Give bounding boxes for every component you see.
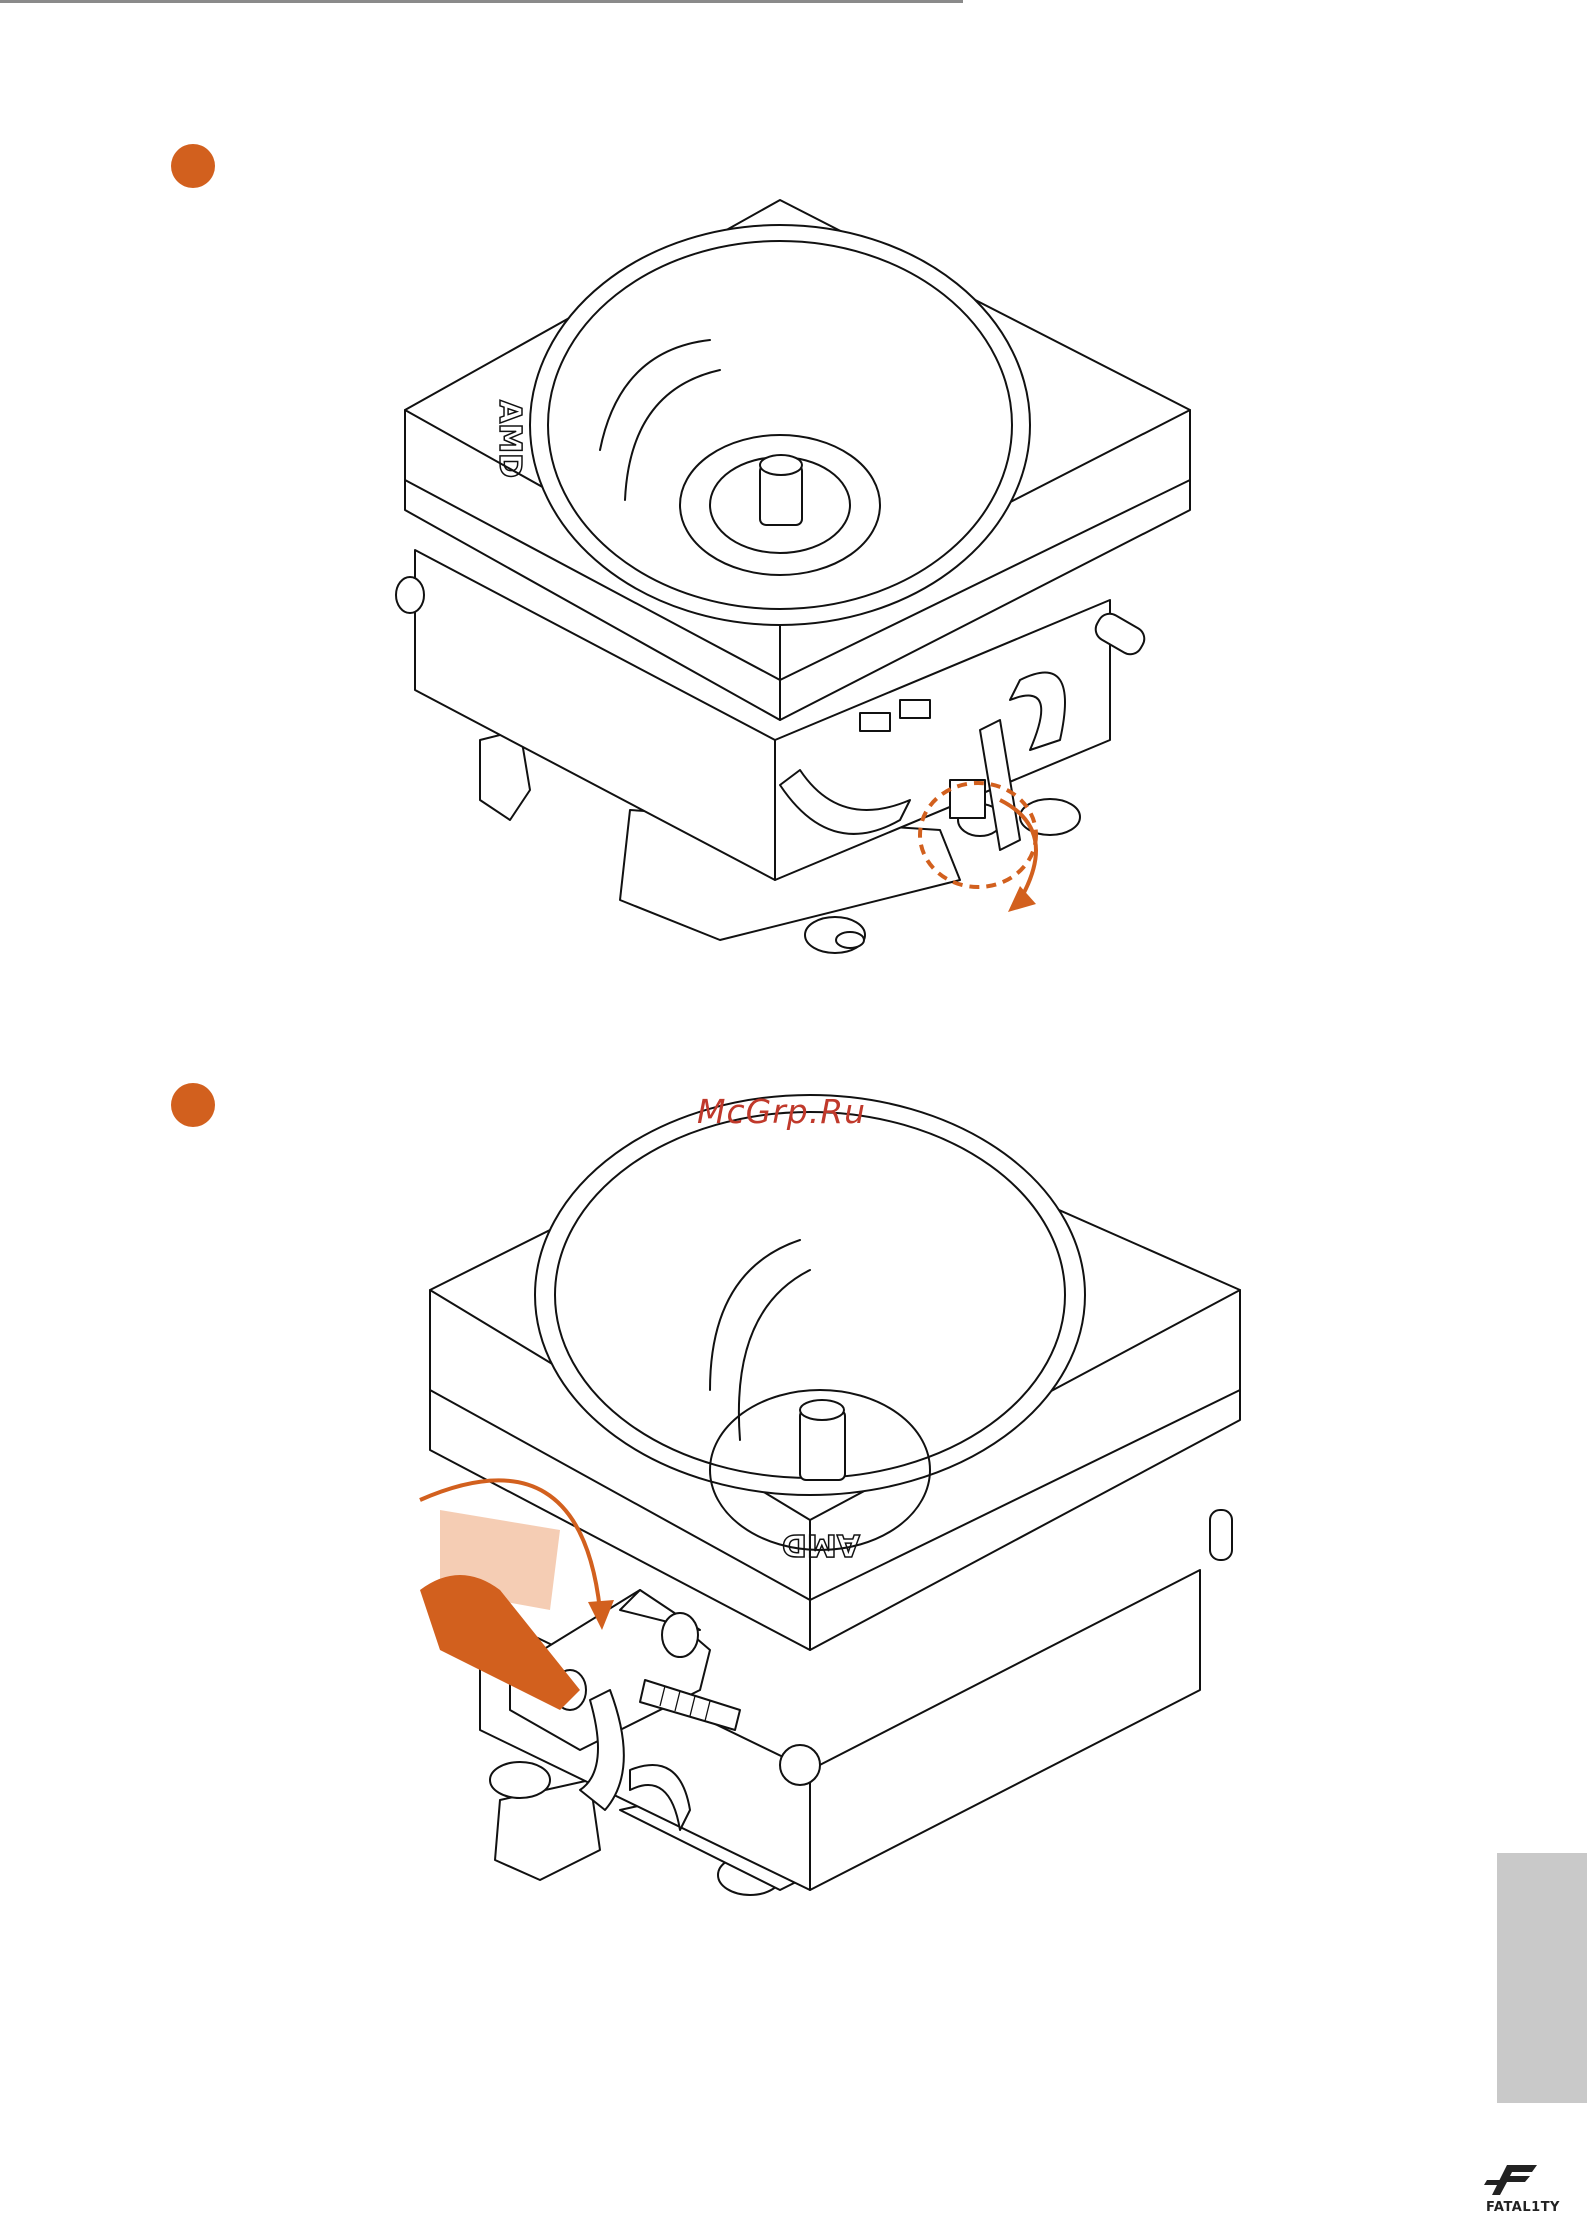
fan-logo-2: AMD xyxy=(782,1527,860,1562)
cooler-illustration-2: AMD xyxy=(380,1090,1260,1970)
top-rule xyxy=(0,0,963,3)
side-tab xyxy=(1497,1853,1587,2103)
cooler-illustration-1: AMD xyxy=(380,180,1240,1000)
brand-logo-text: FATAL1TY xyxy=(1486,2200,1560,2215)
fatal1ty-emblem-icon xyxy=(1482,2160,1542,2200)
watermark: McGrp.Ru xyxy=(697,1092,866,1131)
step-marker-1 xyxy=(171,144,215,188)
fan-logo-1: AMD xyxy=(492,400,527,478)
step-marker-2 xyxy=(171,1083,215,1127)
brand-logo: FATAL1TY xyxy=(1482,2160,1572,2220)
